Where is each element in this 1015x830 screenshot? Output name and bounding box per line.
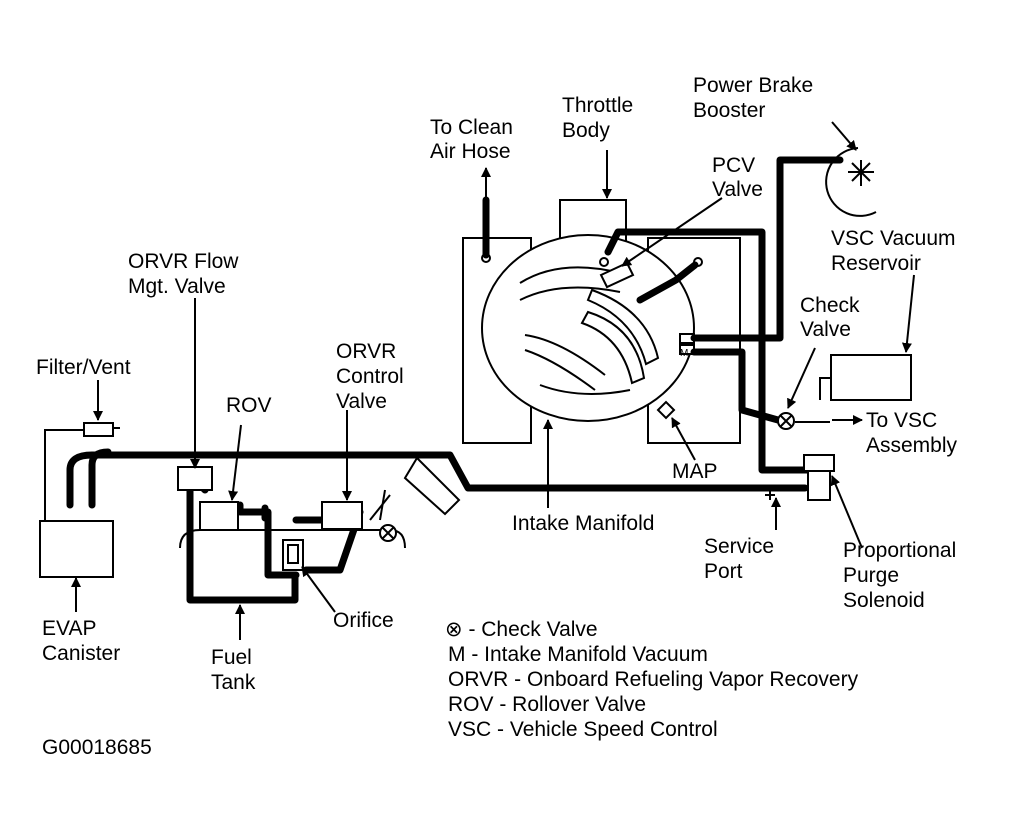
evap-canister-part [39, 520, 114, 578]
power-brake-booster-part [825, 147, 877, 217]
orvr-flow-valve-part [177, 466, 213, 491]
rov-label: ROV [226, 394, 272, 417]
engine-block [462, 199, 741, 444]
pcv-valve-part [599, 261, 635, 289]
rov-part [199, 501, 239, 531]
vsc-vacuum-reservoir-part [830, 354, 912, 401]
legend-item-orvr: ORVR - Onboard Refueling Vapor Recovery [448, 668, 859, 691]
legend: ⊗ - Check Valve M - Intake Manifold Vacu… [445, 618, 859, 741]
legend-item-rov: ROV - Rollover Valve [448, 693, 646, 716]
service-port-label: Service Port [704, 535, 780, 583]
filter-vent-label: Filter/Vent [36, 356, 131, 379]
vsc-vacuum-reservoir-label: VSC Vacuum Reservoir [831, 227, 961, 275]
vacuum-hoses [66, 156, 844, 604]
orvr-control-valve-label: ORVR Control Valve [336, 340, 410, 413]
legend-item-vsc: VSC - Vehicle Speed Control [448, 718, 718, 741]
proportional-purge-solenoid-label: Proportional Purge Solenoid [843, 539, 962, 612]
orifice-label: Orifice [333, 609, 394, 632]
figure-id: G00018685 [42, 736, 152, 759]
intake-manifold-label: Intake Manifold [512, 512, 654, 535]
to-vsc-assembly-label: To VSC Assembly [866, 409, 958, 457]
pcv-valve-label: PCV Valve [712, 154, 763, 201]
filter-vent-part [83, 422, 114, 437]
map-sensor-part [656, 400, 676, 420]
power-brake-booster-label: Power Brake Booster [693, 74, 819, 122]
throttle-body-label: Throttle Body [562, 94, 639, 142]
legend-item-manifold-vacuum: M - Intake Manifold Vacuum [448, 643, 708, 666]
components [39, 147, 912, 578]
fuel-tank-part [179, 529, 406, 549]
leader-arrows [71, 121, 915, 640]
manifold-vacuum-marker: M [680, 348, 688, 359]
evap-canister-label: EVAP Canister [42, 617, 120, 665]
to-clean-air-hose-label: To Clean Air Hose [430, 116, 519, 163]
orvr-flow-mgt-valve-label: ORVR Flow Mgt. Valve [128, 250, 244, 298]
labels: Power Brake Booster Throttle Body To Cle… [36, 74, 962, 694]
map-label: MAP [672, 460, 718, 483]
purge-solenoid-part [807, 469, 831, 501]
fuel-tank-label: Fuel Tank [211, 646, 258, 694]
orvr-control-valve-part [321, 501, 363, 530]
legend-item-check-valve: ⊗ - Check Valve [445, 618, 598, 641]
filler-neck-part [403, 456, 461, 516]
check-valve-label: Check Valve [800, 294, 865, 341]
